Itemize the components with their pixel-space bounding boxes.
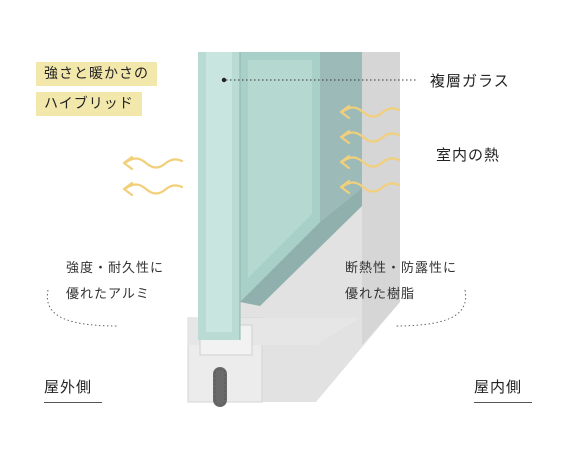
indoor-side-label: 屋内側 xyxy=(474,378,523,396)
headline-line-1: 強さと暖かさの xyxy=(36,62,157,86)
resin-frame-face xyxy=(362,52,400,345)
aluminum-line-2: 優れたアルミ xyxy=(66,287,150,302)
aluminum-line-1: 強度・耐久性に xyxy=(66,261,165,276)
outdoor-underline xyxy=(44,402,102,403)
wavy-arrow-left-icon xyxy=(122,181,184,197)
outdoor-side-label: 屋外側 xyxy=(44,378,93,396)
wavy-arrow-left-icon xyxy=(122,155,184,171)
gasket-icon xyxy=(213,367,227,407)
indoor-underline xyxy=(474,402,532,403)
resin-line-2: 優れた樹脂 xyxy=(345,287,416,302)
heat-label: 室内の熱 xyxy=(436,146,501,164)
headline-line-2: ハイブリッド xyxy=(36,92,142,116)
resin-line-1: 断熱性・防露性に xyxy=(345,261,458,276)
glass-label: 複層ガラス xyxy=(430,72,510,90)
